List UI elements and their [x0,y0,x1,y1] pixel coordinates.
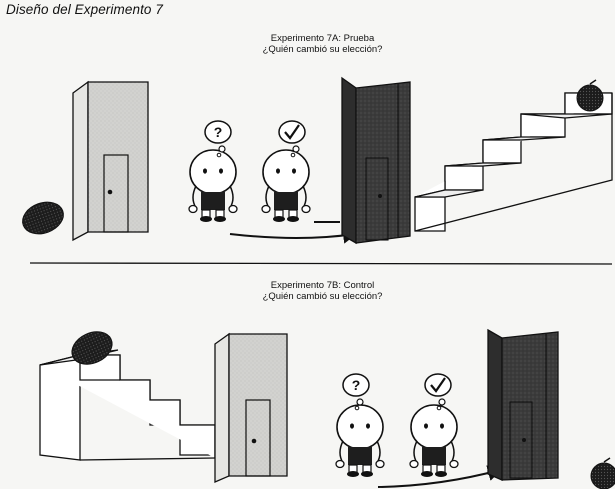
dark-door-7b [487,328,559,481]
svg-text:?: ? [214,124,223,140]
arrow-7b [377,465,502,488]
character-right-7b [409,404,459,478]
dark-door [341,76,411,245]
figure-title: Diseño del Experimento 7 [6,2,163,17]
character-right [261,149,311,223]
panel-7a-question: ¿Quién cambió su elección? [262,44,383,55]
panel-7b-title: Experimento 7B: Control [270,280,375,291]
bubble-question: ? [204,120,232,158]
panel-7a-title: Experimento 7A: Prueba [270,33,375,44]
bubble-check [278,120,306,158]
ball-ground [22,201,64,235]
bubble-check-7b [424,373,452,411]
light-door [72,80,149,242]
arrow-7a [229,227,357,244]
svg-text:?: ? [352,377,361,393]
panel-7b-question: ¿Quién cambió su elección? [262,291,383,302]
panel-7a: ? [22,76,613,245]
light-door-7b [214,332,288,483]
ball-top [576,84,604,112]
ball-top-7b [71,331,113,365]
character-left [188,149,238,223]
staircase-7a [414,92,613,232]
panel-divider [29,262,613,265]
staircase-7b [39,349,216,461]
ball-ground-7b [590,462,615,489]
bubble-question-7b: ? [342,373,370,411]
panel-7b: ? [39,328,615,489]
character-left-7b [335,404,385,478]
